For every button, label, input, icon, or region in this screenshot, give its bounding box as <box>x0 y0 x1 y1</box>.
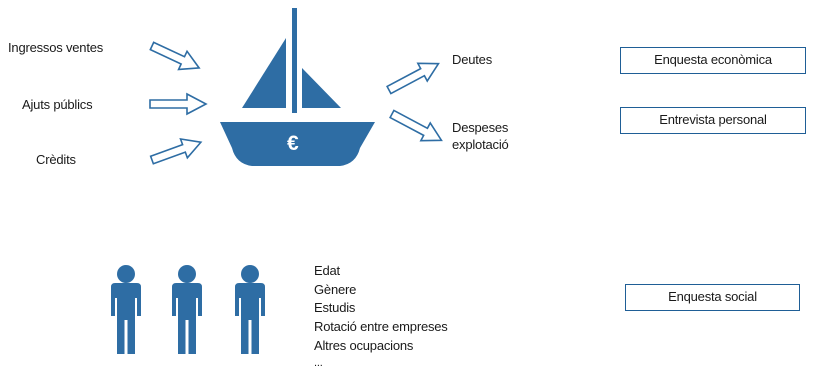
label-credits: Crèdits <box>36 152 76 167</box>
attr-rotacio: Rotació entre empreses <box>314 319 448 335</box>
person-icon-1 <box>111 265 141 354</box>
person-icon-2 <box>172 265 202 354</box>
sailboat-icon <box>220 8 375 166</box>
box-enquesta-social: Enquesta social <box>625 284 800 311</box>
arrow-despeses <box>389 109 443 142</box>
box-entrevista-personal: Entrevista personal <box>620 107 806 134</box>
person-icon-3 <box>235 265 265 354</box>
label-despeses-explotacio: Despeses explotació <box>452 120 509 152</box>
label-ajuts-publics: Ajuts públics <box>22 97 93 112</box>
attr-genere: Gènere <box>314 281 357 297</box>
social-attributes-list: Edat Gènere Estudis Rotació entre empres… <box>314 262 448 370</box>
attr-edat: Edat <box>314 263 340 278</box>
attr-altres-ocupacions: Altres ocupacions <box>314 337 414 353</box>
attr-ellipsis: ... <box>314 356 323 369</box>
arrow-ingressos <box>149 41 201 71</box>
arrow-ajuts <box>149 92 208 116</box>
euro-symbol: € <box>287 132 299 155</box>
box-enquesta-economica: Enquesta econòmica <box>620 47 806 74</box>
arrow-deutes <box>386 62 440 95</box>
attr-estudis: Estudis <box>314 300 356 316</box>
arrow-credits <box>149 137 203 165</box>
label-deutes: Deutes <box>452 52 492 67</box>
label-ingressos-ventes: Ingressos ventes <box>8 40 104 55</box>
